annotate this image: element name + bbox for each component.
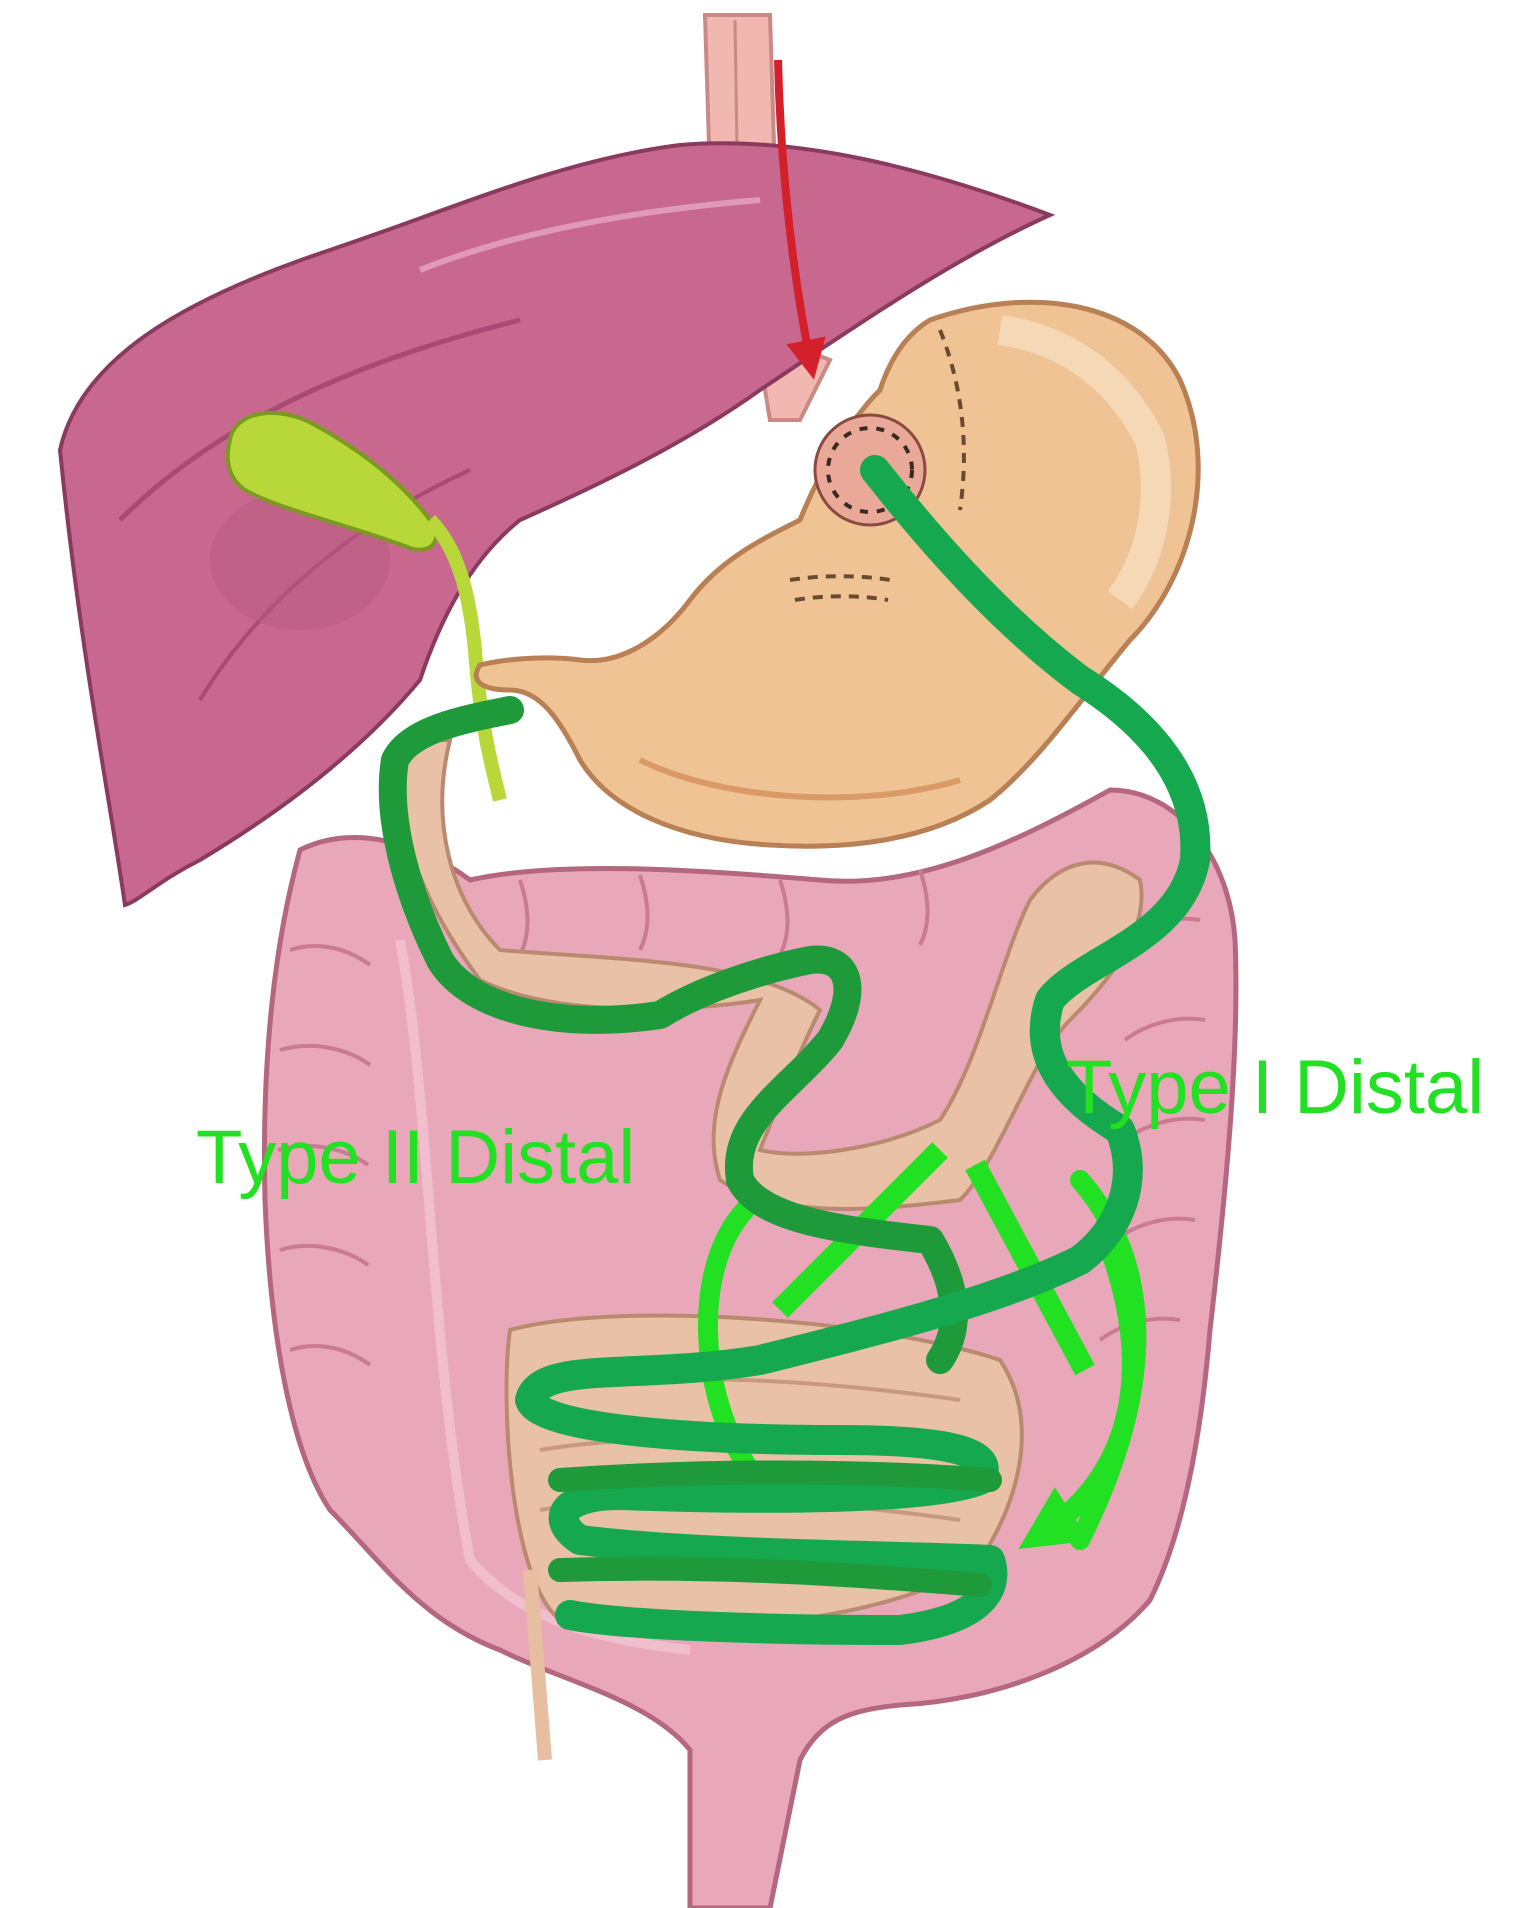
label-type-i-distal: Type I Distal [1066, 1050, 1484, 1126]
label-type-ii-distal: Type II Distal [196, 1120, 635, 1196]
route-loop-a [560, 1473, 990, 1481]
